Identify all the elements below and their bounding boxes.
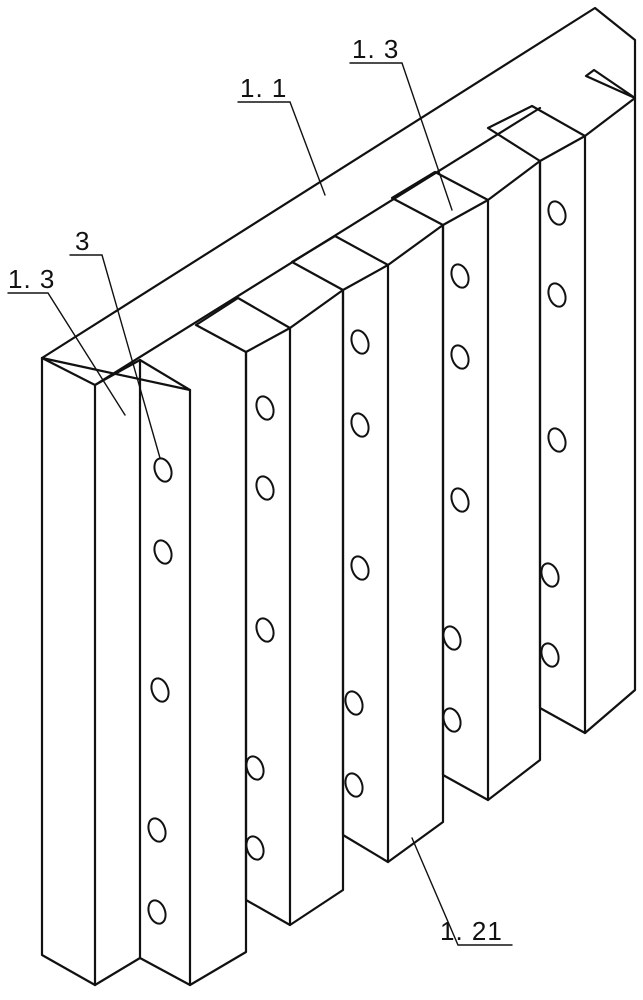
back-plate [42, 8, 635, 385]
rib-3 [292, 225, 443, 862]
rib-4 [392, 161, 540, 800]
label-1-3-right: 1. 3 [352, 34, 399, 64]
rib-5 [488, 98, 635, 733]
label-1-1: 1. 1 [240, 73, 287, 103]
label-1-21: 1. 21 [440, 916, 503, 946]
label-1-3-left: 1. 3 [8, 264, 55, 294]
label-3: 3 [75, 226, 90, 256]
rib-1 [42, 352, 246, 985]
holes [145, 199, 568, 926]
rib-2 [196, 290, 343, 925]
leader-lines [8, 63, 512, 945]
